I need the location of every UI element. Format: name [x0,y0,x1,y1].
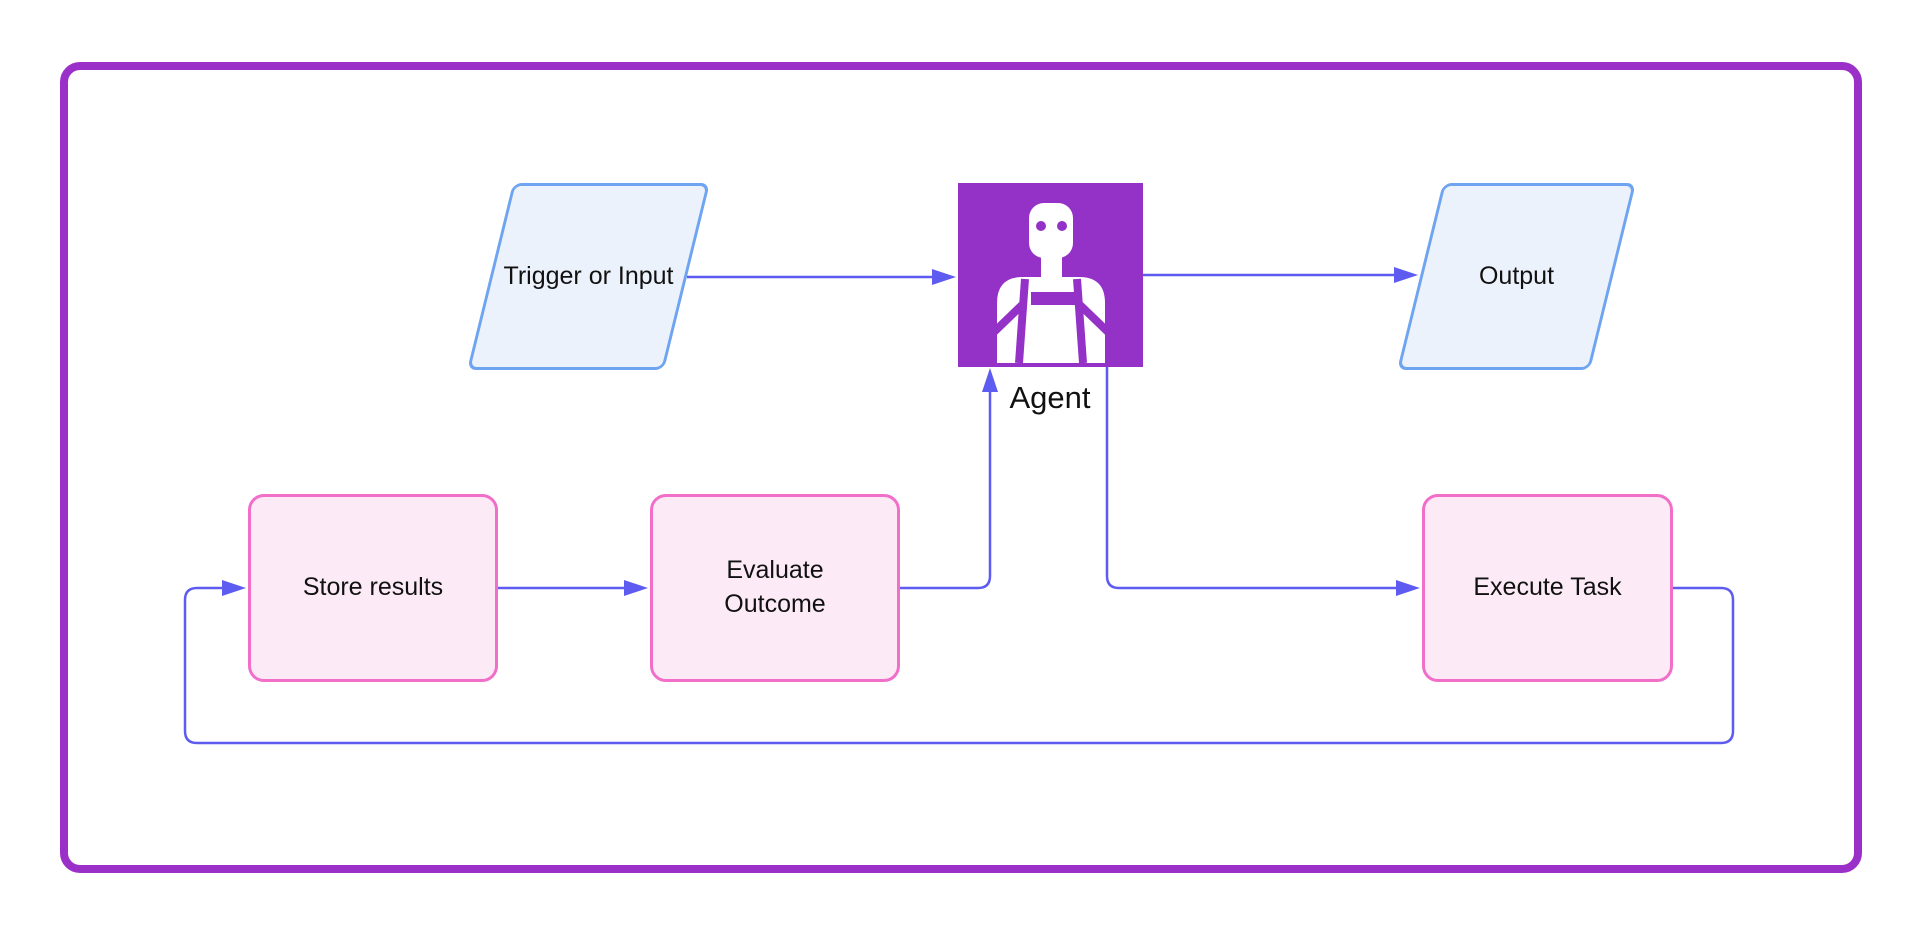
node-execute-task-label: Execute Task [1473,573,1622,602]
node-evaluate-outcome-label: Evaluate Outcome [724,556,826,618]
outer-frame-shape[interactable] [60,62,1862,873]
edge-agent-output[interactable] [1143,267,1418,283]
edge-evaluate-agent[interactable] [900,368,998,590]
edge-execute-store-loop[interactable] [183,580,1735,745]
robot-icon [991,203,1111,364]
arrowhead-right-icon [624,580,648,596]
arrowhead-right-icon [932,269,956,285]
node-trigger-or-input-label: Trigger or Input [503,261,674,290]
node-agent-label: Agent [1009,380,1091,415]
node-evaluate-outcome[interactable]: Evaluate Outcome [650,494,900,682]
node-store-results[interactable]: Store results [248,494,498,682]
edge-trigger-agent[interactable] [687,269,956,285]
node-execute-task[interactable]: Execute Task [1422,494,1673,682]
arrowhead-right-icon [222,580,246,596]
edge-agent-execute[interactable] [1105,367,1420,596]
node-agent[interactable] [958,183,1143,367]
node-store-results-label: Store results [302,573,444,602]
arrowhead-right-icon [1394,267,1418,283]
arrowhead-right-icon [1396,580,1420,596]
edge-store-evaluate[interactable] [498,580,648,596]
arrowhead-up-icon [982,368,998,392]
node-output-label: Output [1478,261,1555,290]
